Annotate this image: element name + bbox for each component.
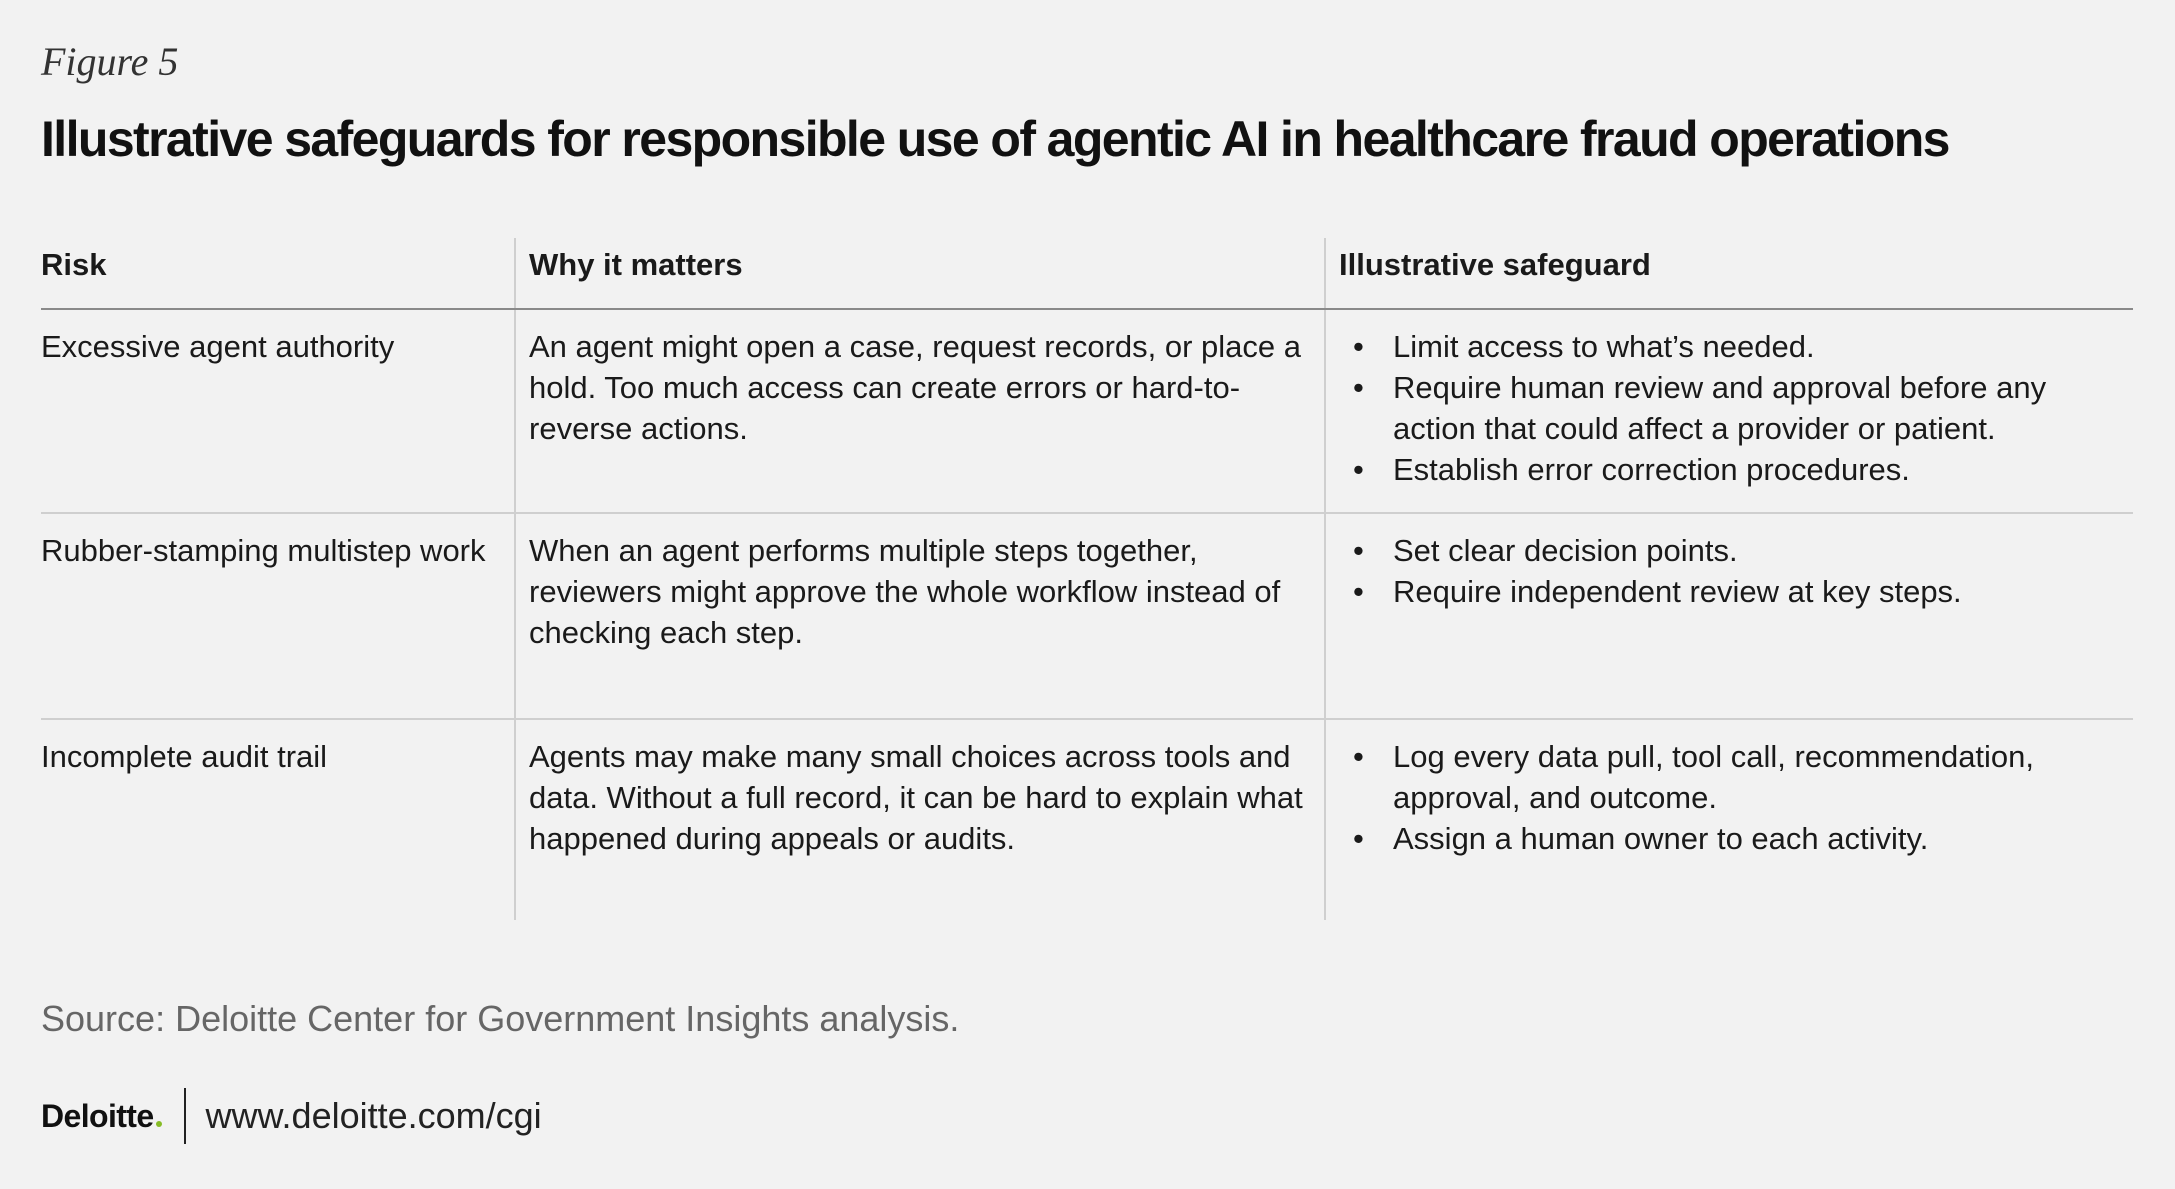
logo-dot-icon [155,1120,162,1127]
column-header-safeguard: Illustrative safeguard [1324,238,2133,310]
logo-wordmark: Deloitte [41,1097,154,1134]
safeguard-cell: Limit access to what’s needed. Require h… [1324,309,2133,514]
risk-cell: Rubber-stamping multistep work [41,513,515,720]
footer: Deloitte www.deloitte.com/cgi [41,1088,542,1144]
safeguard-item: Assign a human owner to each activity. [1339,818,2133,859]
safeguard-item: Establish error correction procedures. [1339,449,2133,490]
footer-divider [183,1088,186,1144]
safeguard-item: Set clear decision points. [1339,530,2133,571]
why-cell: An agent might open a case, request reco… [514,309,1325,514]
safeguard-list: Set clear decision points. Require indep… [1339,530,2133,612]
risk-cell: Incomplete audit trail [41,739,328,774]
safeguard-item: Require human review and approval before… [1339,367,2133,449]
figure-label: Figure 5 [41,39,179,84]
footer-url: www.deloitte.com/cgi [205,1095,542,1136]
risk-cell: Excessive agent authority [41,309,515,514]
column-header-why: Why it matters [514,238,1325,310]
safeguard-cell: Set clear decision points. Require indep… [1324,513,2133,720]
table-row: Incomplete audit trail Agents may make m… [41,719,2133,920]
safeguard-list: Limit access to what’s needed. Require h… [1339,326,2133,490]
safeguard-item: Limit access to what’s needed. [1339,326,2133,367]
why-cell: When an agent performs multiple steps to… [514,513,1325,720]
safeguard-item: Require independent review at key steps. [1339,571,2133,612]
table-row: Rubber-stamping multistep work When an a… [41,513,2133,720]
table-row: Excessive agent authority An agent might… [41,309,2133,514]
safeguards-table-container: Risk Why it matters Illustrative safegua… [41,238,2133,920]
safeguard-item: Log every data pull, tool call, recommen… [1339,736,2133,818]
why-cell: Agents may make many small choices acros… [514,719,1325,920]
safeguards-table: Risk Why it matters Illustrative safegua… [41,238,2133,920]
table-header-row: Risk Why it matters Illustrative safegua… [41,238,2133,310]
safeguard-list: Log every data pull, tool call, recommen… [1339,736,2133,859]
safeguard-cell: Log every data pull, tool call, recommen… [1324,719,2133,920]
column-header-risk: Risk [41,238,515,310]
deloitte-logo: Deloitte [41,1098,162,1135]
page-title: Illustrative safeguards for responsible … [41,111,1950,167]
source-note: Source: Deloitte Center for Government I… [41,998,960,1039]
